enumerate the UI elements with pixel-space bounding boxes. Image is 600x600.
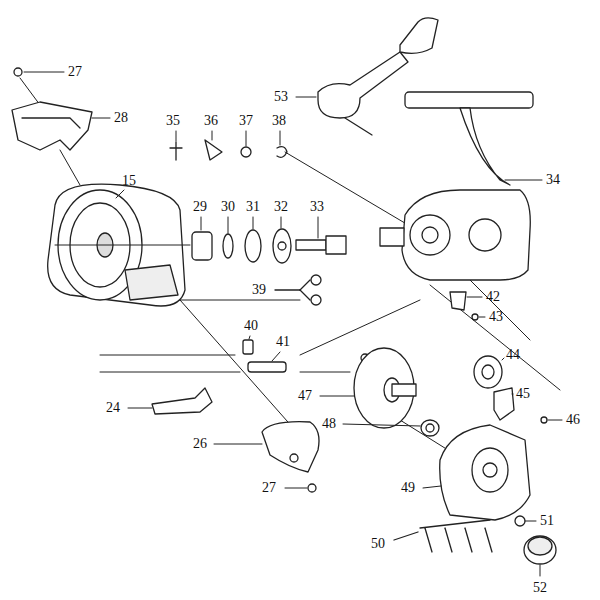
callout-number: 52 — [533, 580, 547, 596]
callout-number: 53 — [274, 89, 288, 105]
callout-number: 34 — [546, 172, 560, 188]
callout-number: 49 — [401, 480, 415, 496]
callout-number: 46 — [566, 412, 580, 428]
callout-number: 15 — [122, 173, 136, 189]
callout-number: 39 — [252, 282, 266, 298]
callout-number: 35 — [166, 113, 180, 129]
callout-number: 27 — [262, 480, 276, 496]
callout-number: 40 — [244, 318, 258, 334]
callout-number: 30 — [221, 199, 235, 215]
callout-number: 26 — [193, 436, 207, 452]
callout-number: 27 — [68, 64, 82, 80]
callout-number: 50 — [371, 536, 385, 552]
callout-number: 42 — [486, 289, 500, 305]
callout-number: 47 — [298, 388, 312, 404]
callout-number: 38 — [272, 113, 286, 129]
callout-number: 31 — [246, 199, 260, 215]
callout-number: 24 — [106, 400, 120, 416]
callout-number: 29 — [193, 199, 207, 215]
callout-number: 37 — [239, 113, 253, 129]
callout-number: 44 — [506, 347, 520, 363]
callout-number: 51 — [540, 513, 554, 529]
callout-number: 48 — [322, 416, 336, 432]
callout-number: 41 — [276, 334, 290, 350]
callout-number: 45 — [516, 386, 530, 402]
callout-number: 33 — [310, 199, 324, 215]
callout-number: 32 — [274, 199, 288, 215]
callout-number: 28 — [114, 110, 128, 126]
callout-number: 43 — [489, 309, 503, 325]
callout-number: 36 — [204, 113, 218, 129]
